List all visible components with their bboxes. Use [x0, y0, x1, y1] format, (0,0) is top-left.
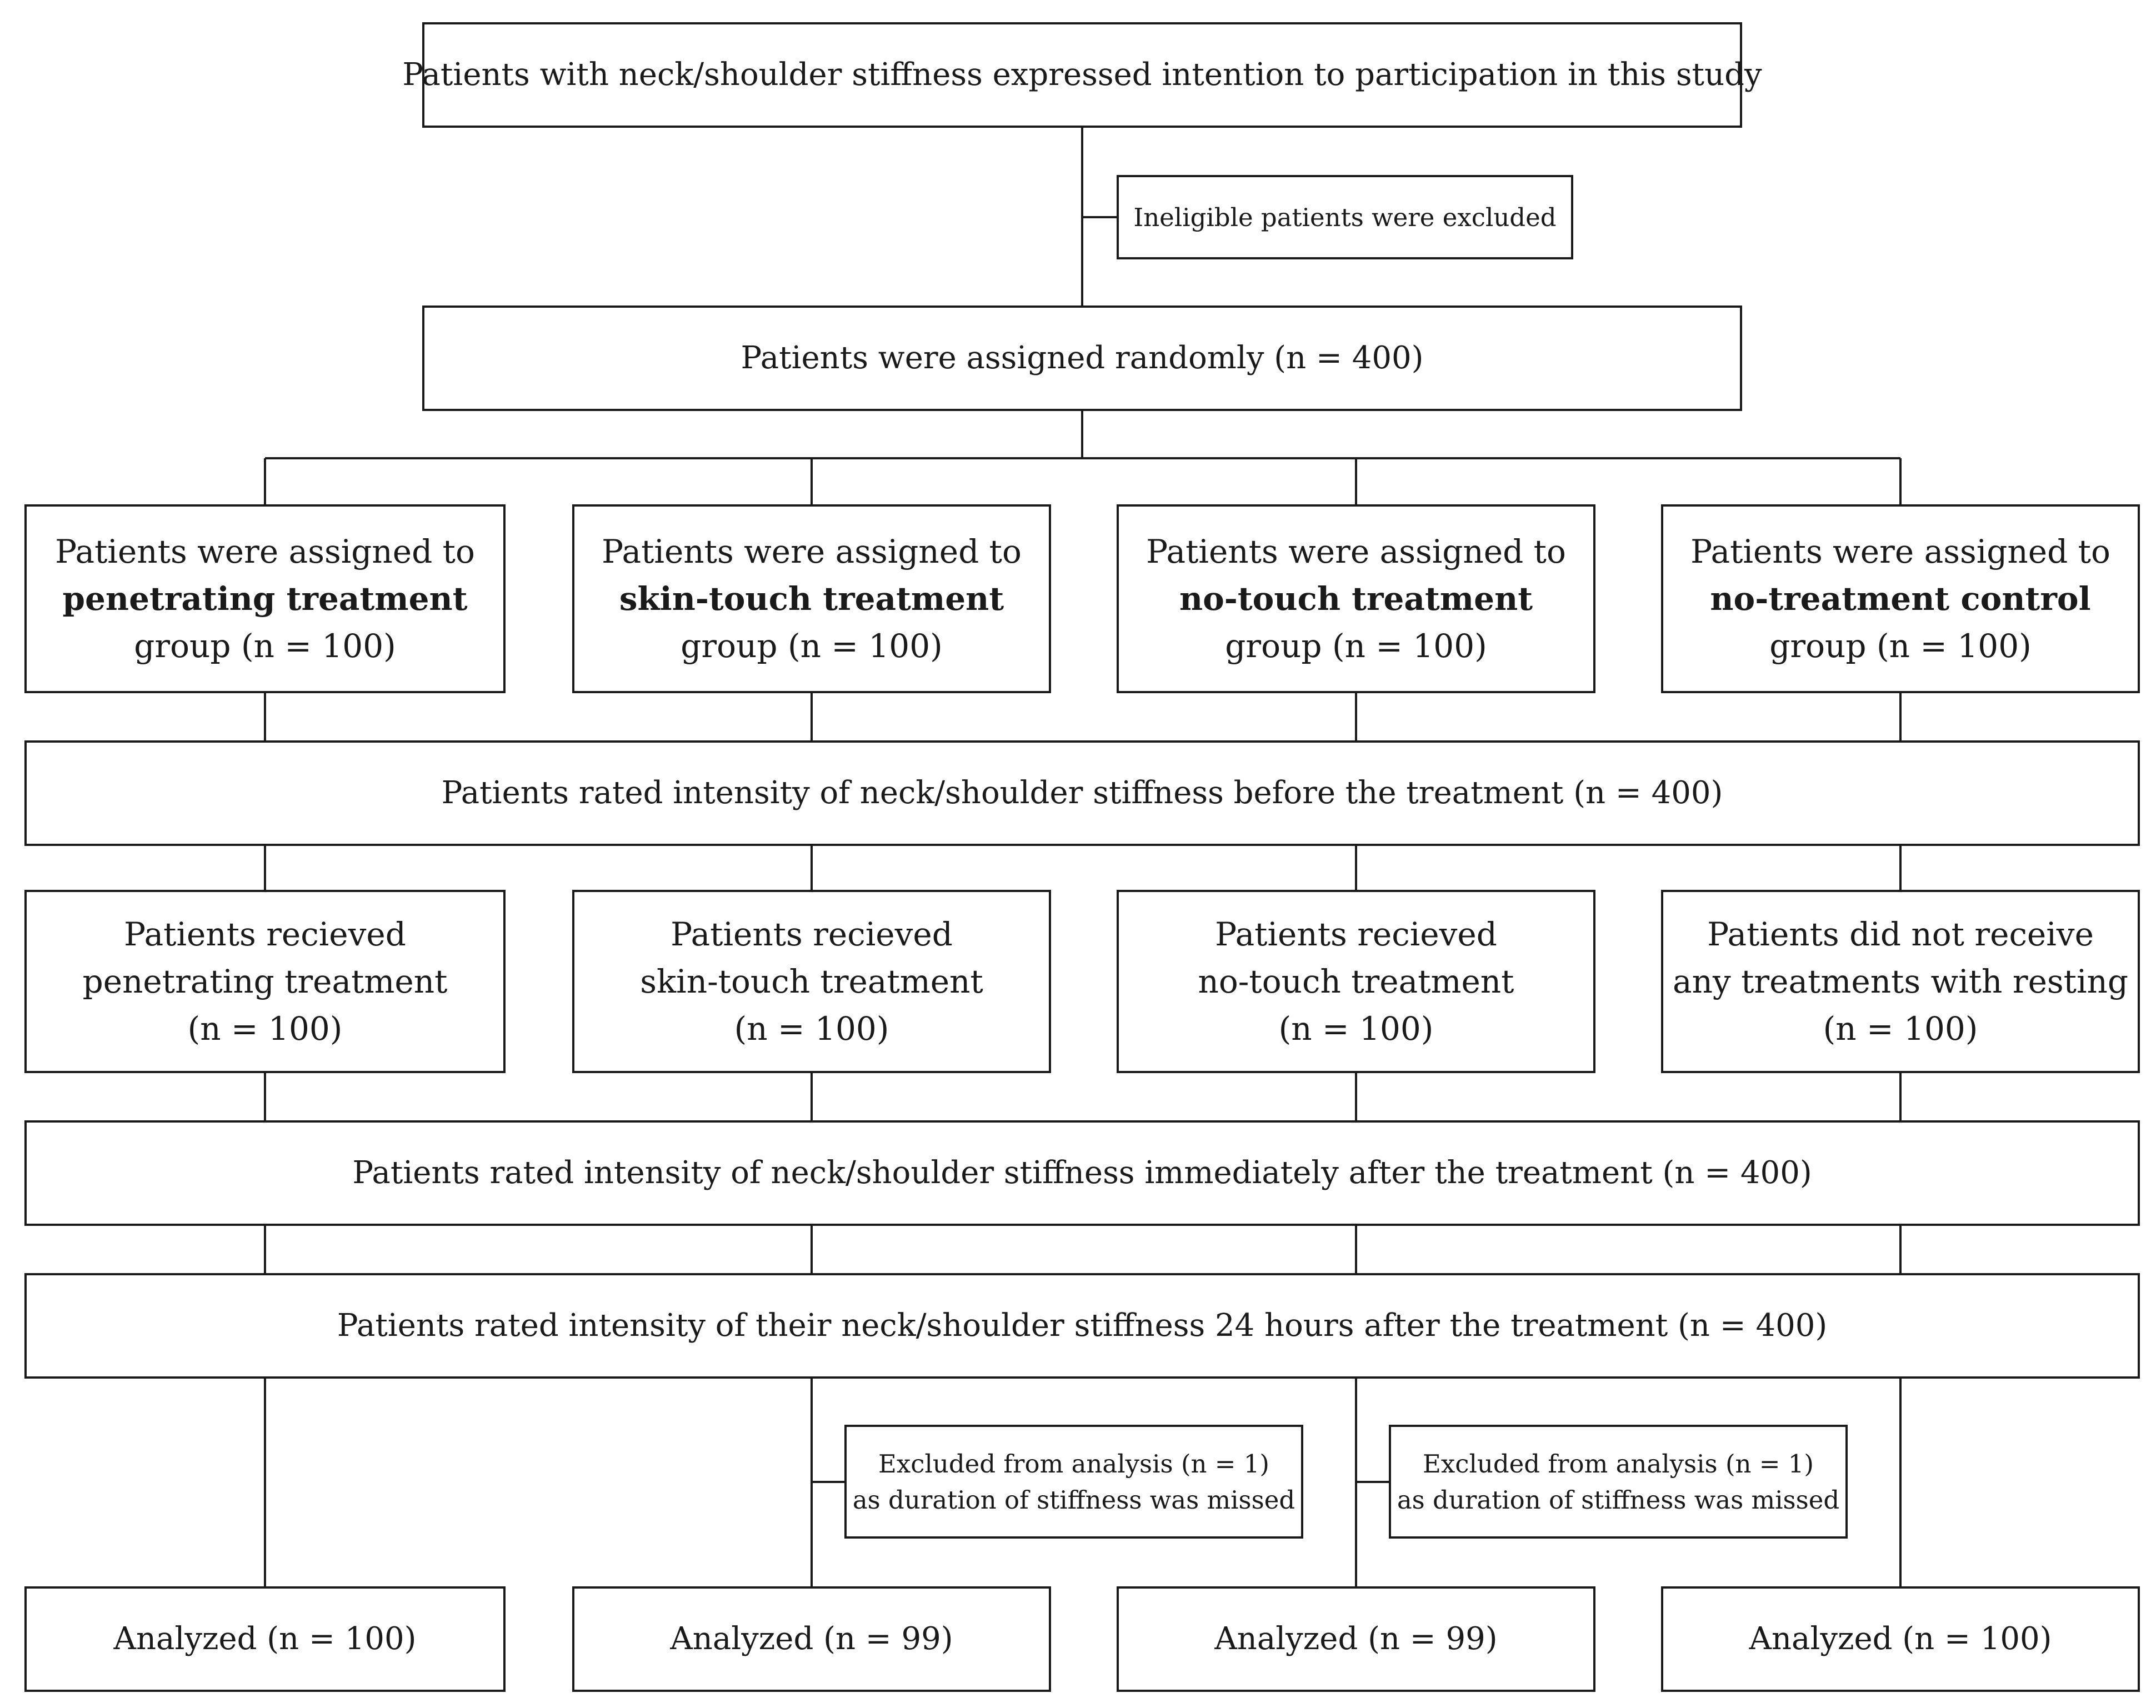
enrollment-box: Patients with neck/shoulder stiffness ex… [402, 22, 1762, 128]
received-line2: penetrating treatment [82, 962, 448, 1000]
group-box-penetrating: Patients were assigned to penetrating tr… [24, 504, 506, 693]
group-box-no-treatment-control: Patients were assigned to no-treatment c… [1661, 504, 2140, 693]
group-name: skin-touch treatment [619, 579, 1004, 618]
group-name: penetrating treatment [62, 579, 468, 618]
received-line3: (n = 100) [734, 1009, 889, 1048]
received-box-skin-touch: Patients recieved skin-touch treatment (… [572, 890, 1051, 1073]
analyzed-text: Analyzed (n = 100) [1749, 1621, 2052, 1657]
received-line2: skin-touch treatment [640, 962, 983, 1000]
exclusion-box-no-touch: Excluded from analysis (n = 1) as durati… [1389, 1425, 1848, 1539]
received-line2: no-touch treatment [1198, 962, 1514, 1000]
exclusion-line1: Excluded from analysis (n = 1) [1423, 1449, 1814, 1479]
rating-before-box: Patients rated intensity of neck/shoulde… [24, 740, 2140, 846]
received-line1: Patients recieved [671, 915, 953, 953]
analyzed-box-no-treatment-control: Analyzed (n = 100) [1661, 1586, 2140, 1692]
received-line3: (n = 100) [1278, 1009, 1434, 1048]
received-line1: Patients did not receive [1707, 915, 2094, 953]
exclusion-box-skin-touch: Excluded from analysis (n = 1) as durati… [844, 1425, 1303, 1539]
analyzed-text: Analyzed (n = 99) [1214, 1621, 1498, 1657]
analyzed-box-skin-touch: Analyzed (n = 99) [572, 1586, 1051, 1692]
rating-immediately-box: Patients rated intensity of neck/shoulde… [24, 1120, 2140, 1226]
received-box-no-touch: Patients recieved no-touch treatment (n … [1117, 890, 1595, 1073]
rating-immediately-text: Patients rated intensity of neck/shoulde… [352, 1155, 1812, 1191]
received-box-penetrating: Patients recieved penetrating treatment … [24, 890, 506, 1073]
analyzed-box-no-touch: Analyzed (n = 99) [1117, 1586, 1595, 1692]
group-name: no-treatment control [1710, 579, 2091, 618]
group-name: no-touch treatment [1179, 579, 1533, 618]
group-line1: Patients were assigned to [1146, 532, 1566, 570]
received-line1: Patients recieved [1215, 915, 1497, 953]
ineligible-excluded-text: Ineligible patients were excluded [1133, 202, 1557, 232]
analyzed-text: Analyzed (n = 99) [670, 1621, 953, 1657]
randomization-text: Patients were assigned randomly (n = 400… [741, 340, 1424, 376]
exclusion-line2: as duration of stiffness was missed [1397, 1485, 1840, 1515]
enrollment-text: Patients with neck/shoulder stiffness ex… [402, 57, 1762, 93]
rating-24h-box: Patients rated intensity of their neck/s… [24, 1273, 2140, 1379]
group-line3: group (n = 100) [1225, 627, 1487, 665]
group-line1: Patients were assigned to [1690, 532, 2110, 570]
received-line3: (n = 100) [1823, 1009, 1978, 1048]
analyzed-text: Analyzed (n = 100) [113, 1621, 417, 1657]
rating-24h-text: Patients rated intensity of their neck/s… [337, 1308, 1828, 1344]
received-line3: (n = 100) [187, 1009, 343, 1048]
group-line3: group (n = 100) [681, 627, 943, 665]
group-line1: Patients were assigned to [55, 532, 475, 570]
ineligible-excluded-box: Ineligible patients were excluded [1117, 175, 1573, 259]
randomization-box: Patients were assigned randomly (n = 400… [422, 305, 1742, 411]
group-box-no-touch: Patients were assigned to no-touch treat… [1117, 504, 1595, 693]
group-box-skin-touch: Patients were assigned to skin-touch tre… [572, 504, 1051, 693]
rating-before-text: Patients rated intensity of neck/shoulde… [441, 775, 1723, 811]
received-line2: any treatments with resting [1672, 962, 2128, 1000]
exclusion-line2: as duration of stiffness was missed [852, 1485, 1295, 1515]
exclusion-line1: Excluded from analysis (n = 1) [878, 1449, 1269, 1479]
received-line1: Patients recieved [124, 915, 406, 953]
group-line1: Patients were assigned to [602, 532, 1022, 570]
group-line3: group (n = 100) [134, 627, 396, 665]
analyzed-box-penetrating: Analyzed (n = 100) [24, 1586, 506, 1692]
group-line3: group (n = 100) [1769, 627, 2032, 665]
received-box-resting: Patients did not receive any treatments … [1661, 890, 2140, 1073]
